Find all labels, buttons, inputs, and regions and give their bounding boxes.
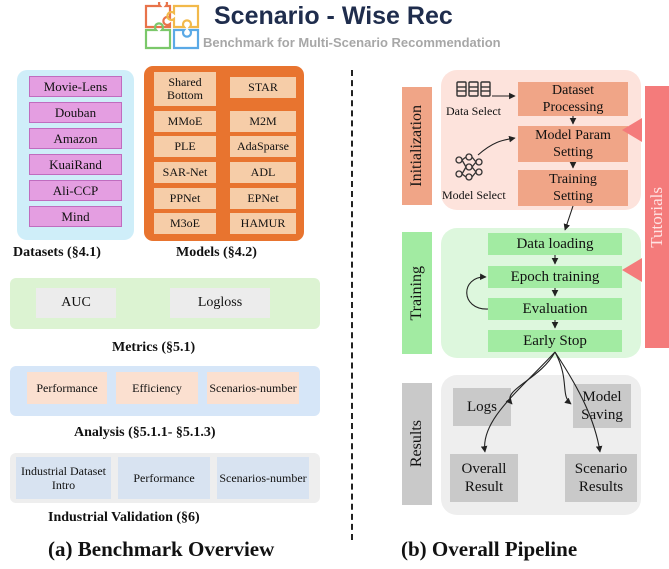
model-param-step: Model Param Setting	[518, 126, 628, 162]
model-adl: ADL	[230, 162, 296, 183]
evaluation-step: Evaluation	[488, 298, 622, 320]
early-stop-step: Early Stop	[488, 330, 622, 352]
model-shared-bottom: Shared Bottom	[154, 72, 216, 106]
database-icon	[456, 80, 492, 102]
tutorials-bar: Tutorials	[645, 86, 669, 348]
training-setting-step: Training Setting	[518, 170, 628, 206]
model-sar-net: SAR-Net	[154, 162, 216, 183]
divider	[351, 70, 353, 540]
analysis-scenarios-number: Scenarios-number	[207, 372, 299, 404]
dataset-douban: Douban	[29, 102, 122, 123]
neural-network-icon	[454, 152, 484, 182]
results-tab: Results	[402, 383, 432, 505]
dataset-aliccp: Ali-CCP	[29, 180, 122, 201]
model-star: STAR	[230, 77, 296, 98]
scenario-results: Scenario Results	[565, 454, 637, 502]
metric-logloss: Logloss	[170, 288, 270, 318]
dataset-mind: Mind	[29, 206, 122, 227]
dataset-amazon: Amazon	[29, 128, 122, 149]
model-epnet: EPNet	[230, 188, 296, 209]
industrial-caption: Industrial Validation (§6)	[48, 510, 200, 525]
data-select-label: Data Select	[446, 104, 501, 118]
industrial-dataset-intro: Industrial Dataset Intro	[16, 457, 111, 499]
header-subtitle: Benchmark for Multi-Scenario Recommendat…	[203, 35, 501, 50]
analysis-performance: Performance	[27, 372, 107, 404]
model-ppnet: PPNet	[154, 188, 216, 209]
dataset-kuairand: KuaiRand	[29, 154, 122, 175]
model-ple: PLE	[154, 136, 216, 157]
dataset-movielens: Movie-Lens	[29, 76, 122, 97]
pipeline-caption: (b) Overall Pipeline	[401, 537, 578, 561]
header-title: Scenario - Wise Rec	[214, 2, 453, 30]
model-adasparse: AdaSparse	[230, 136, 296, 157]
dataset-processing-step: Dataset Processing	[518, 82, 628, 116]
model-m3oe: M3oE	[154, 213, 216, 234]
model-select-label: Model Select	[442, 188, 506, 202]
model-mmoe: MMoE	[154, 111, 216, 132]
initialization-tab: Initialization	[402, 87, 432, 205]
models-caption: Models (§4.2)	[176, 245, 257, 260]
overview-caption: (a) Benchmark Overview	[48, 537, 275, 561]
data-loading-step: Data loading	[488, 233, 622, 255]
overall-result: Overall Result	[450, 454, 518, 502]
epoch-training-step: Epoch training	[488, 266, 622, 288]
logs-result: Logs	[453, 388, 511, 426]
industrial-scenarios-number: Scenarios-number	[217, 457, 309, 499]
training-tab: Training	[402, 232, 432, 354]
analysis-caption: Analysis (§5.1.1- §5.1.3)	[74, 425, 216, 440]
model-hamur: HAMUR	[230, 213, 296, 234]
industrial-performance: Performance	[118, 457, 210, 499]
model-m2m: M2M	[230, 111, 296, 132]
datasets-caption: Datasets (§4.1)	[13, 245, 101, 260]
analysis-efficiency: Efficiency	[116, 372, 198, 404]
metric-auc: AUC	[36, 288, 116, 318]
metrics-caption: Metrics (§5.1)	[112, 340, 196, 355]
